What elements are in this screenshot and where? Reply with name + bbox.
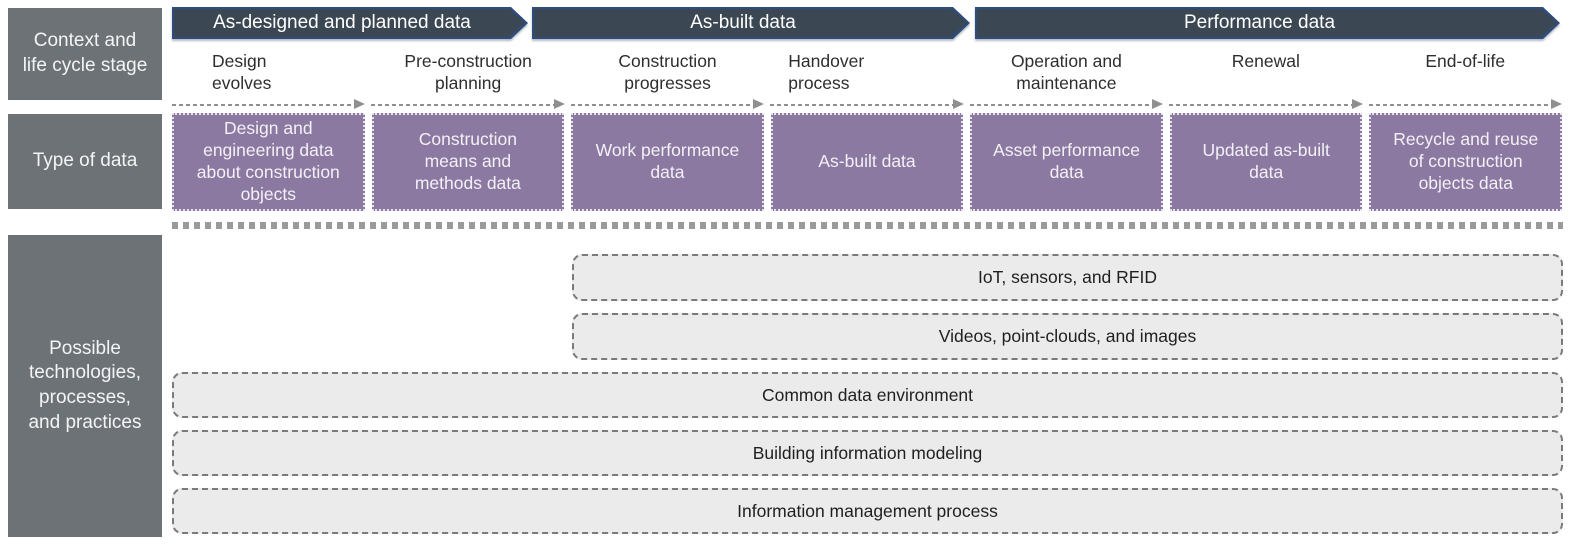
- arrow-dash-line: [371, 104, 554, 106]
- stage-design-evolves: Design evolves: [172, 50, 366, 110]
- stage-pre-construction-planning: Pre-construction planning: [371, 50, 565, 110]
- data-type-design-engineering: Design and engineering data about constr…: [172, 113, 365, 211]
- stage-label: Pre-construction planning: [404, 51, 532, 93]
- data-type-construction-means-methods: Construction means and methods data: [371, 113, 565, 211]
- tech-box-iot-sensors-rfid: IoT, sensors, and RFID: [572, 254, 1563, 301]
- stage-arrow: [371, 99, 565, 110]
- arrow-dash-line: [570, 104, 754, 106]
- tech-box-videos-pointclouds-images: Videos, point-clouds, and images: [572, 313, 1563, 360]
- tech-box-building-information-modeling: Building information modeling: [172, 430, 1563, 476]
- data-type-work-performance: Work performance data: [571, 113, 764, 211]
- lifecycle-stages-row: Design evolves Pre-construction planning…: [172, 50, 1562, 110]
- arrow-dash-line: [1368, 104, 1551, 106]
- stage-label: Operation and maintenance: [1010, 51, 1122, 93]
- arrow-dash-line: [172, 104, 355, 106]
- arrow-head-icon: [1550, 99, 1562, 109]
- banner-label: As-designed and planned data: [213, 12, 471, 33]
- stage-operation-maintenance: Operation and maintenance: [969, 50, 1164, 110]
- arrow-dash-line: [969, 104, 1153, 106]
- stage-handover-process: Handover process: [770, 50, 964, 110]
- row-header-context-lifecycle: Context and life cycle stage: [8, 8, 162, 100]
- tech-box-information-management-process: Information management process: [172, 488, 1563, 534]
- stage-label: Renewal: [1231, 51, 1300, 71]
- banner-as-built-data: As-built data: [532, 7, 970, 39]
- row-header-possible-technologies: Possible technologies, processes, and pr…: [8, 235, 162, 537]
- stage-label: Construction progresses: [618, 51, 717, 93]
- arrow-head-icon: [952, 99, 964, 109]
- arrow-head-icon: [553, 99, 565, 109]
- data-type-recycle-reuse: Recycle and reuse of construction object…: [1369, 113, 1563, 211]
- stage-arrow: [172, 99, 366, 110]
- banner-label: Performance data: [1183, 12, 1336, 33]
- stage-renewal: Renewal: [1169, 50, 1363, 110]
- banner-performance-data: Performance data: [975, 7, 1560, 39]
- data-type-as-built: As-built data: [770, 113, 964, 211]
- arrow-head-icon: [1351, 99, 1363, 109]
- arrow-head-icon: [753, 99, 765, 109]
- chevron-arrow-fill: [977, 9, 1557, 37]
- stage-label: Design evolves: [212, 51, 272, 93]
- banner-as-designed-planned-data: As-designed and planned data: [172, 7, 528, 39]
- chevron-arrow-fill: [174, 9, 525, 37]
- tech-box-common-data-environment: Common data environment: [172, 372, 1563, 418]
- banner-label: As-built data: [690, 12, 796, 33]
- data-type-row: Design and engineering data about constr…: [172, 113, 1563, 211]
- stage-arrow: [1169, 99, 1363, 110]
- stage-label: End-of-life: [1425, 51, 1506, 71]
- arrow-dash-line: [1169, 104, 1352, 106]
- arrow-head-icon: [354, 99, 366, 109]
- stage-arrow: [969, 99, 1164, 110]
- arrow-head-icon: [1152, 99, 1164, 109]
- stage-label: Handover process: [788, 51, 865, 93]
- arrow-dash-line: [770, 104, 953, 106]
- stage-arrow: [570, 99, 765, 110]
- stage-end-of-life: End-of-life: [1368, 50, 1562, 110]
- chevron-arrow-fill: [534, 9, 967, 37]
- data-type-updated-as-built: Updated as-built data: [1169, 113, 1363, 211]
- data-type-asset-performance: Asset performance data: [970, 113, 1163, 211]
- stage-arrow: [1368, 99, 1562, 110]
- row-header-type-of-data: Type of data: [8, 114, 162, 209]
- stage-construction-progresses: Construction progresses: [570, 50, 765, 110]
- stage-arrow: [770, 99, 964, 110]
- dotted-separator: [172, 222, 1563, 229]
